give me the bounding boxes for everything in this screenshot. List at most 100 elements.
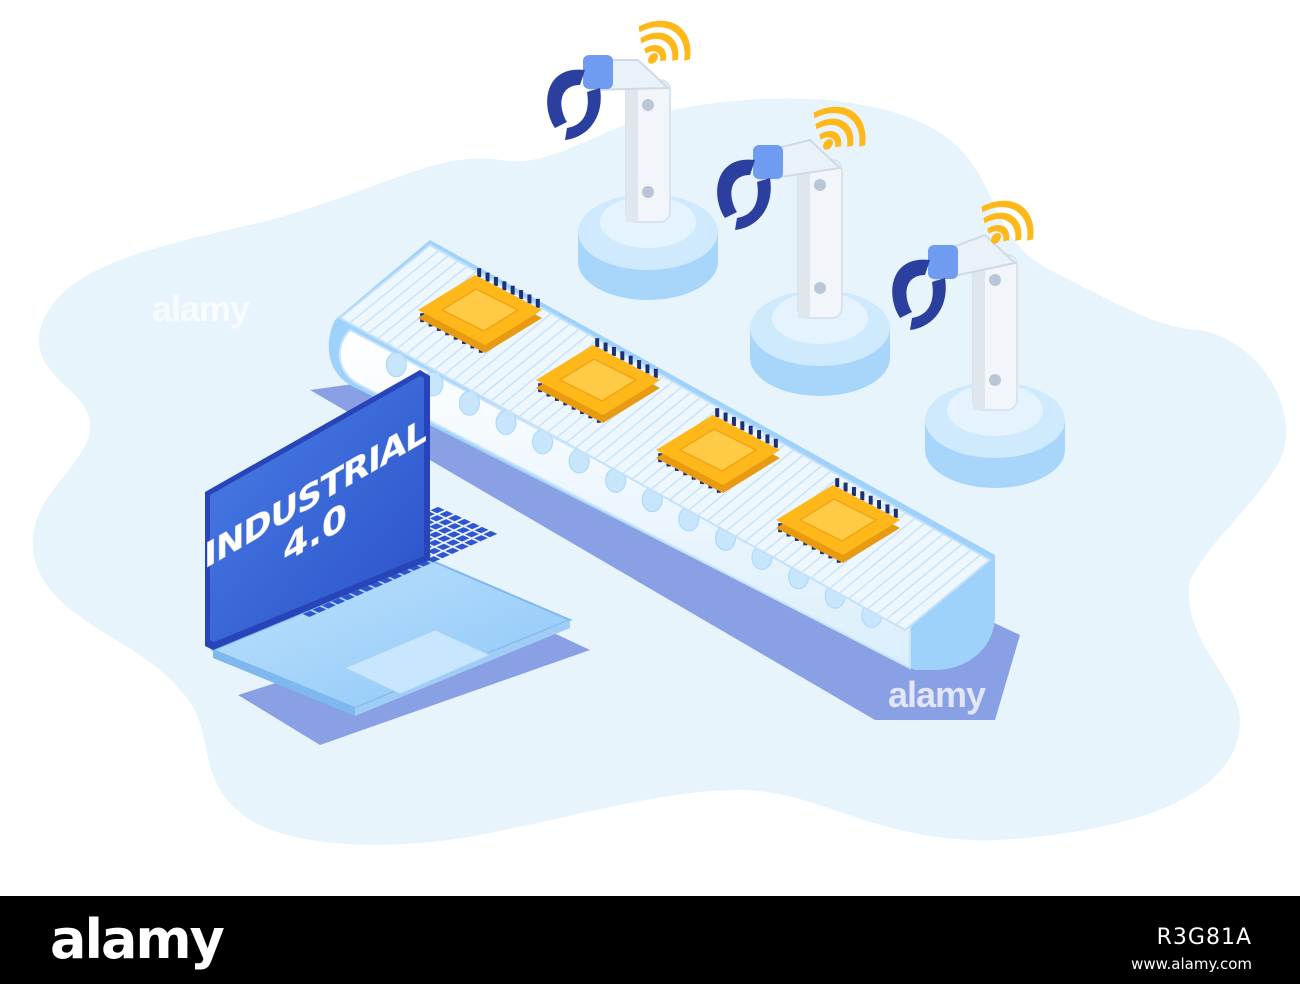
keyboard-key (438, 519, 453, 526)
keyboard-key (445, 547, 460, 554)
chip-pin (603, 342, 608, 352)
microchip (418, 268, 542, 353)
belt-slat (499, 333, 590, 407)
keyboard-key (483, 530, 498, 538)
belt-slat (490, 328, 580, 402)
robot-arms (547, 20, 1065, 488)
keyboard-key (378, 577, 393, 584)
microchip (776, 478, 900, 563)
keyboard-key (437, 527, 452, 534)
keyboard-key (359, 585, 374, 592)
belt-slat (885, 548, 972, 621)
footer-bar: alamy R3G81A www.alamy.com (0, 896, 1300, 984)
belt-slat (848, 527, 935, 600)
chip-pin (620, 351, 625, 361)
chip-core (440, 288, 520, 332)
chip-pin (535, 298, 540, 308)
belt-roller (458, 390, 480, 416)
keyboard-key (350, 589, 365, 596)
keyboard-key (447, 523, 462, 530)
wifi-icon (981, 200, 1034, 244)
chip-pin (885, 504, 890, 514)
keyboard-key (416, 560, 431, 567)
microchip (536, 338, 660, 423)
gripper-finger (735, 178, 771, 230)
keyboard-key (312, 606, 327, 613)
chip-core (798, 498, 878, 542)
robot-joint (642, 99, 654, 111)
keyboard-key (448, 514, 463, 522)
belt-slat (895, 554, 982, 626)
belt-slat (603, 391, 692, 465)
keyboard-key (437, 535, 452, 542)
keyboard-key (340, 593, 355, 601)
chip-pin (477, 268, 482, 278)
belt-roller (385, 352, 407, 378)
chip-pin (731, 416, 736, 426)
belt-slat (593, 386, 683, 459)
chip-pin (748, 425, 753, 435)
keyboard-key (427, 547, 441, 555)
chip-pin (527, 294, 532, 304)
chip-pin (637, 360, 642, 370)
chip-pin (611, 346, 616, 356)
chip-pin (595, 338, 600, 348)
belt-slat (876, 543, 963, 615)
belt-slat (829, 517, 916, 589)
keyboard-key (427, 539, 442, 546)
microchip (656, 408, 780, 493)
laptop: INDUSTRIAL 4.0 (204, 370, 573, 716)
chip-pin (485, 272, 490, 282)
keyboard-key (473, 535, 488, 542)
chip-pin (723, 412, 728, 422)
chip-pin (765, 434, 770, 444)
laptop-screen (210, 376, 424, 642)
belt-slat (735, 464, 823, 537)
belt-slat (367, 260, 459, 335)
chip-pin (653, 368, 658, 378)
keyboard-key (456, 527, 471, 534)
robot-joint (814, 282, 826, 294)
keyboard-key (430, 506, 445, 514)
illustration-canvas: INDUSTRIAL 4.0 (32, 20, 1287, 845)
chip-pin (519, 290, 524, 300)
keyboard-key (429, 523, 444, 530)
belt-slat (716, 454, 804, 527)
image-id: R3G81A (1156, 925, 1252, 950)
keyboard-key (302, 610, 317, 617)
watermark-text: alamy (888, 674, 986, 715)
keyboard-key (455, 535, 470, 542)
belt-slat (857, 533, 944, 605)
belt-slat (622, 401, 711, 475)
footer-logo: alamy (50, 908, 225, 971)
belt-slat (480, 323, 571, 397)
keyboard-key (446, 539, 460, 546)
keyboard-key (428, 531, 443, 538)
microchips (418, 268, 900, 563)
chip-core (558, 358, 638, 402)
belt-slat (377, 265, 468, 340)
chip-pin (851, 486, 856, 496)
chip-pin (493, 276, 498, 286)
chip-pin (835, 478, 840, 488)
keyboard-key (426, 556, 441, 563)
belt-slat (612, 396, 702, 470)
keyboard-key (446, 531, 461, 538)
belt-slat (725, 459, 814, 532)
gripper-finger (892, 259, 930, 318)
keyboard-key (397, 568, 412, 575)
keyboard-key (388, 572, 403, 580)
keyboard-key (407, 564, 422, 571)
belt-slat (461, 312, 552, 387)
belt-rollers (385, 352, 883, 628)
keyboard-key (465, 522, 480, 530)
belt-slat (838, 522, 926, 595)
robot-joint (642, 186, 654, 198)
belt-slat (471, 317, 562, 392)
robot-wrist (583, 55, 613, 89)
chip-pin (645, 364, 650, 374)
keyboard-key (456, 518, 471, 526)
chip-pin (877, 500, 882, 510)
chip-core (678, 428, 758, 472)
